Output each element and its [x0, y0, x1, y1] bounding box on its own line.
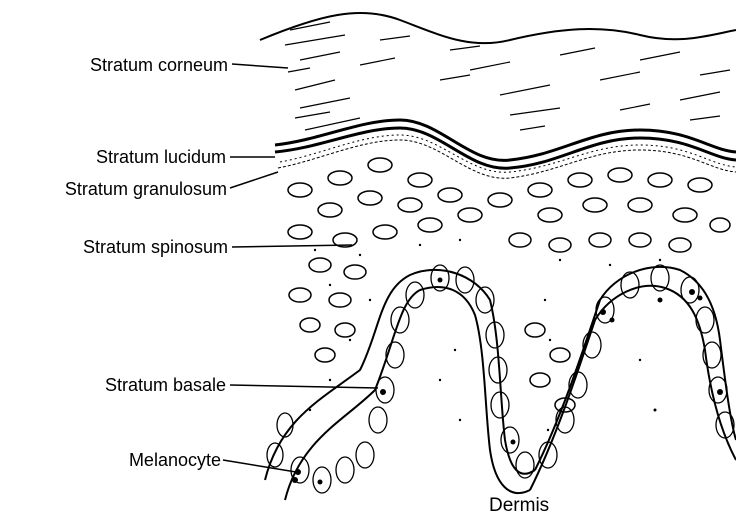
- label-stratum-basale: Stratum basale: [105, 375, 226, 395]
- leader-basale: [230, 385, 378, 388]
- label-stratum-spinosum: Stratum spinosum: [83, 237, 228, 257]
- leader-melanocyte: [223, 460, 296, 472]
- label-stratum-lucidum: Stratum lucidum: [96, 147, 226, 167]
- leader-granulosum: [230, 172, 278, 188]
- label-stratum-corneum: Stratum corneum: [90, 55, 228, 75]
- stratum-lucidum-layer: [275, 128, 736, 168]
- label-melanocyte: Melanocyte: [129, 450, 221, 470]
- leader-corneum: [232, 64, 288, 68]
- stratum-basale-layer: [265, 267, 736, 500]
- label-stratum-granulosum: Stratum granulosum: [65, 179, 227, 199]
- label-dermis: Dermis: [489, 496, 549, 516]
- leader-spinosum: [232, 245, 352, 247]
